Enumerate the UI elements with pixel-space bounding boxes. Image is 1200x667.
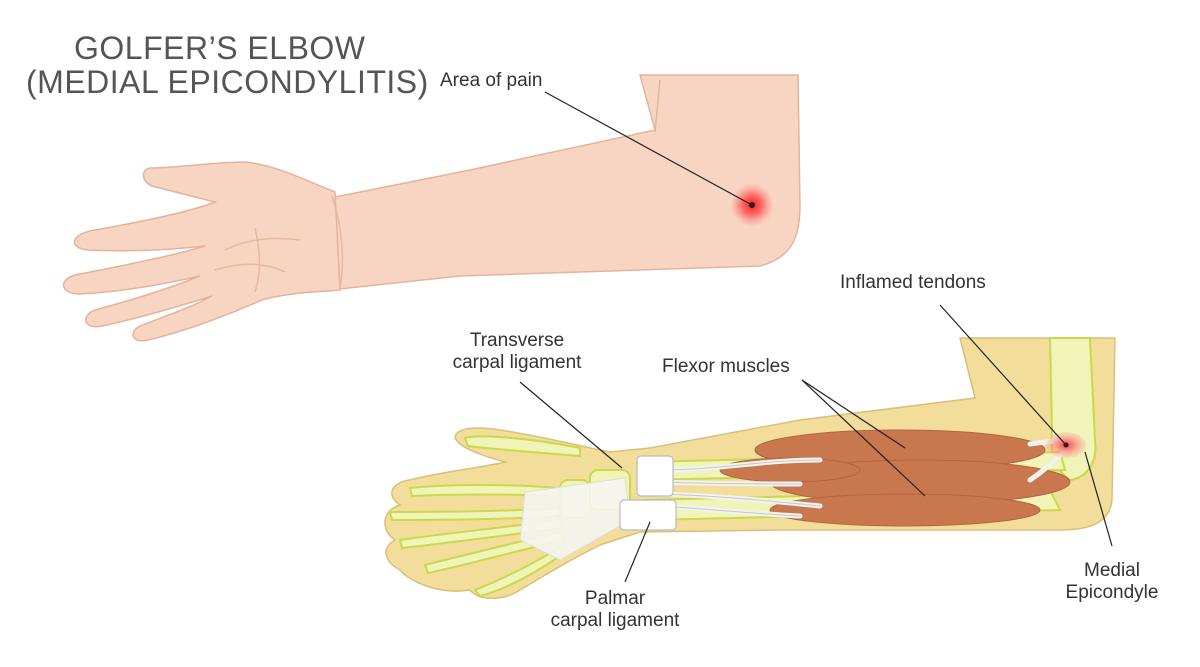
arm-anatomy-view [384, 304, 1116, 599]
arm-external-view [62, 74, 801, 342]
palmar-leader-line [624, 521, 651, 583]
transverse-carpal-ligament [636, 455, 674, 497]
flexor-muscle [769, 493, 1041, 527]
label-medial-line1: Medial [1084, 560, 1140, 581]
medial-leader-line [1084, 451, 1113, 547]
label-flexor-muscles: Flexor muscles [662, 356, 790, 377]
inflamed-leader-line [939, 304, 1067, 446]
diagram-title-line2: (MEDIAL EPICONDYLITIS) [26, 64, 429, 100]
label-inflamed-tendons: Inflamed tendons [840, 272, 986, 293]
wrist-crease [331, 195, 344, 289]
flexor-leader-line-1 [801, 379, 906, 449]
palmar-aponeurosis [519, 477, 631, 561]
palm-crease [224, 237, 301, 251]
elbow-crease [654, 79, 661, 133]
forearm-skin [319, 74, 801, 291]
pain-leader-line [544, 91, 753, 206]
label-transverse-line1: Transverse [469, 330, 565, 351]
label-transverse-carpal-ligament: Transverse carpal ligament [422, 330, 612, 374]
flexor-leader-line-2 [801, 379, 926, 497]
label-palmar-carpal-ligament: Palmar carpal ligament [535, 588, 695, 632]
label-area-of-pain: Area of pain [440, 70, 543, 91]
tendon-lines [659, 459, 821, 517]
transverse-leader-line [519, 381, 623, 469]
label-palmar-line1: Palmar [584, 588, 646, 609]
label-transverse-line2: carpal ligament [452, 352, 582, 373]
palm-crease [254, 227, 261, 293]
palm-crease [214, 263, 286, 273]
label-medial-line2: Epicondyle [1065, 582, 1159, 603]
label-palmar-line2: carpal ligament [550, 610, 680, 631]
label-medial-epicondyle: Medial Epicondyle [1052, 560, 1172, 604]
hand-skin [62, 161, 341, 342]
palmar-carpal-ligament [619, 499, 677, 531]
diagram-title-line1: GOLFER’S ELBOW [74, 30, 366, 66]
